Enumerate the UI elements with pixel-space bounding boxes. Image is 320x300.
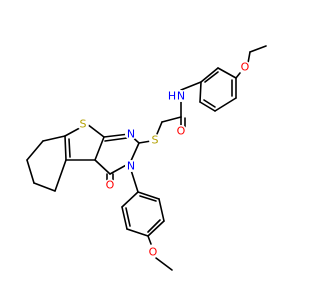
bond — [26, 159, 35, 184]
bond — [86, 123, 105, 138]
bond — [125, 207, 131, 227]
bond — [126, 228, 149, 237]
atom-ring-n: N — [125, 160, 137, 173]
bond — [200, 67, 219, 83]
atom-carbonyl-o: O — [104, 179, 116, 192]
bond — [54, 159, 67, 192]
atom-thiophene-s: S — [77, 118, 89, 131]
bond — [121, 191, 139, 208]
bond — [199, 101, 216, 112]
atom-label: N — [127, 128, 135, 141]
atom-label: N — [127, 160, 135, 173]
molecule-structure-diagram: S N S N H O O O N — [26, 45, 267, 271]
bond — [42, 135, 66, 142]
atom-pyrimidine-n-top: N — [125, 128, 137, 141]
bond — [139, 195, 157, 202]
bond — [180, 81, 202, 91]
atom-label: O — [241, 61, 250, 74]
atom-label: S — [152, 134, 159, 147]
bonds — [26, 45, 267, 271]
atom-label: O — [149, 246, 158, 259]
bond — [147, 220, 165, 237]
atom-amide-nh: N H — [167, 90, 187, 103]
bond — [204, 71, 219, 83]
bond — [137, 191, 160, 200]
bond — [33, 182, 56, 192]
atom-label: O — [177, 125, 186, 138]
bond — [147, 219, 161, 233]
bond — [129, 142, 140, 164]
atom-methoxy-o: O — [147, 246, 159, 259]
atom-label: S — [80, 118, 87, 131]
bond — [121, 206, 128, 230]
bond — [156, 121, 163, 135]
bond — [247, 51, 251, 64]
atom-thioether-s: S — [149, 134, 161, 147]
atom-labels: S N S N H O O O N — [77, 61, 251, 259]
bond — [103, 133, 130, 138]
bond — [147, 235, 152, 245]
atom-label: O — [106, 179, 115, 192]
atom-label: H — [168, 90, 176, 103]
bond — [235, 72, 241, 79]
bond — [104, 137, 128, 142]
bond — [203, 99, 216, 108]
bond — [155, 257, 173, 271]
bond — [161, 116, 182, 123]
bond — [158, 198, 165, 222]
bond — [94, 159, 111, 175]
atom-amide-o: O — [175, 125, 187, 138]
bond — [214, 97, 237, 112]
bond — [130, 169, 139, 193]
atom-ethoxy-o: O — [239, 61, 251, 74]
bond — [138, 140, 152, 144]
bond — [94, 136, 105, 161]
atom-label: N — [177, 90, 185, 103]
bond — [249, 45, 267, 53]
bond — [64, 135, 67, 161]
bond — [199, 81, 202, 103]
bond — [26, 140, 44, 161]
bond — [217, 67, 237, 79]
bond — [68, 138, 71, 158]
